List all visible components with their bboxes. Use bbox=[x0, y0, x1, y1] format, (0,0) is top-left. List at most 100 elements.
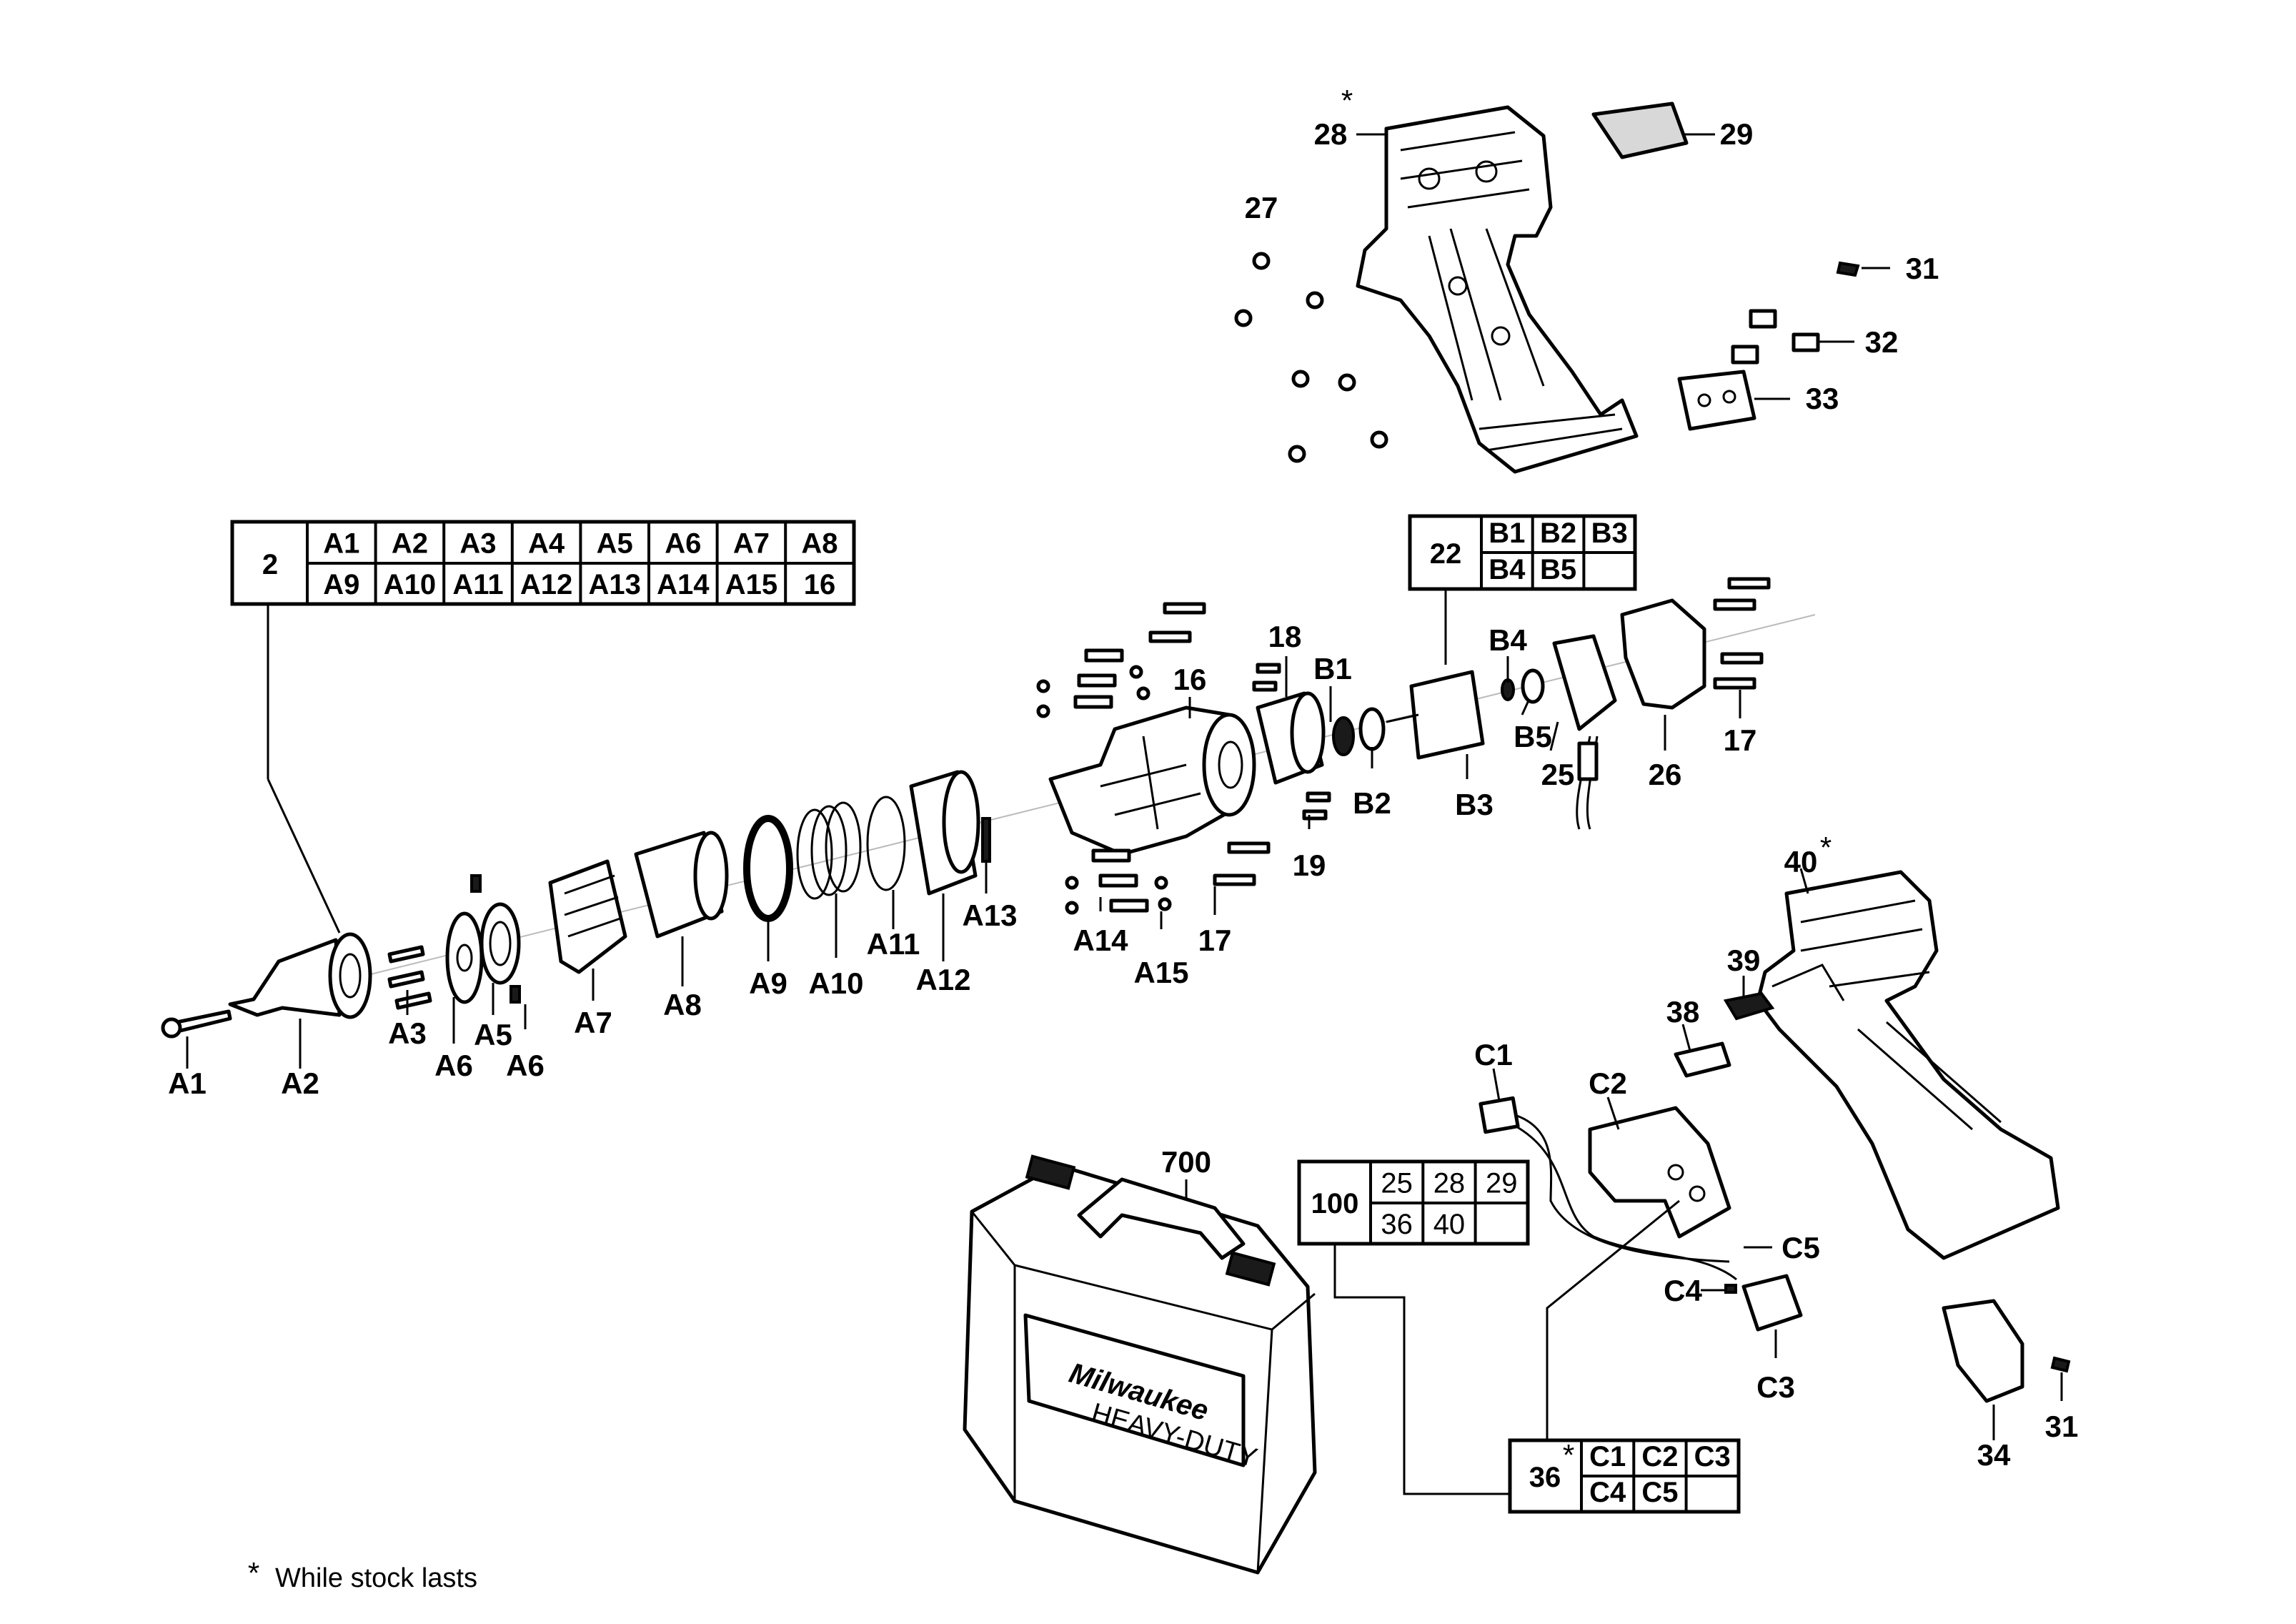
callout-17a: 17 bbox=[1724, 723, 1757, 757]
callout-34: 34 bbox=[1977, 1438, 2011, 1472]
callout-27: 27 bbox=[1245, 191, 1278, 224]
bearing-b1 bbox=[1332, 716, 1355, 756]
pin-a13 bbox=[981, 817, 991, 863]
table_22-cell-1-0: B4 bbox=[1489, 554, 1526, 585]
table_2-main: 2 bbox=[262, 549, 278, 580]
callout-A10: A10 bbox=[808, 966, 863, 1000]
callout-A8: A8 bbox=[663, 988, 702, 1021]
table_2-cell-1-3: A12 bbox=[520, 569, 572, 600]
ring-a5 bbox=[479, 902, 521, 985]
table_36-cell-0-1: C2 bbox=[1641, 1441, 1678, 1472]
callout-A7: A7 bbox=[574, 1006, 612, 1039]
callout-B2: B2 bbox=[1353, 786, 1391, 820]
table_100-cell-0-0: 25 bbox=[1381, 1168, 1413, 1199]
table_100-cell-1-1: 40 bbox=[1433, 1209, 1466, 1240]
asterisk-36: * bbox=[1563, 1438, 1574, 1472]
callout-39: 39 bbox=[1727, 944, 1761, 977]
screw-31-top bbox=[1836, 261, 1860, 277]
table_100-cell-0-1: 28 bbox=[1433, 1168, 1466, 1199]
screws-a3 bbox=[387, 945, 432, 1010]
switch-c2 bbox=[1588, 1106, 1731, 1239]
callout-31b: 31 bbox=[2045, 1410, 2079, 1443]
washer-a6 bbox=[445, 911, 484, 1004]
table_2-cell-1-4: A13 bbox=[589, 569, 641, 600]
table_2-cell-0-1: A2 bbox=[392, 528, 428, 560]
table_2-cell-0-0: A1 bbox=[323, 528, 359, 560]
bit-screw-a1 bbox=[161, 1009, 232, 1039]
asterisk-40: * bbox=[1820, 831, 1832, 864]
table_22-main: 22 bbox=[1430, 538, 1462, 570]
table-36 bbox=[1508, 1438, 1741, 1514]
rotor-b3 bbox=[1386, 670, 1485, 760]
table_100-main: 100 bbox=[1311, 1188, 1359, 1219]
connector-c1 bbox=[1479, 1096, 1520, 1134]
callout-A6b: A6 bbox=[506, 1049, 545, 1082]
end-cap-26 bbox=[1620, 598, 1706, 710]
bracket-33 bbox=[1677, 370, 1756, 431]
battery-latch-34 bbox=[1942, 1299, 2024, 1403]
lever-39 bbox=[1723, 991, 1775, 1021]
washer-b4 bbox=[1501, 678, 1515, 701]
callout-A15: A15 bbox=[1133, 956, 1188, 989]
table_36-cell-1-1: C5 bbox=[1641, 1477, 1678, 1508]
table_36-cell-0-0: C1 bbox=[1589, 1441, 1626, 1472]
callout-29: 29 bbox=[1720, 117, 1754, 151]
callout-B5: B5 bbox=[1514, 720, 1552, 753]
callout-A5: A5 bbox=[474, 1018, 512, 1051]
chuck-a2 bbox=[228, 932, 372, 1019]
table-100 bbox=[1297, 1159, 1530, 1246]
table_36-cell-1-0: C4 bbox=[1589, 1477, 1626, 1508]
ring-magnet-18 bbox=[1256, 691, 1326, 785]
clutch-a8 bbox=[634, 831, 729, 939]
table_22-cell-1-1: B5 bbox=[1540, 554, 1576, 585]
callout-A6a: A6 bbox=[434, 1049, 473, 1082]
callout-25: 25 bbox=[1541, 758, 1575, 791]
table_2-cell-1-6: A15 bbox=[725, 569, 777, 600]
bearing-b5 bbox=[1521, 668, 1545, 704]
table_36-cell-0-2: C3 bbox=[1694, 1441, 1731, 1472]
screws-17-bottom bbox=[1213, 841, 1271, 886]
module-c3 bbox=[1741, 1274, 1803, 1332]
pins-19 bbox=[1252, 663, 1331, 821]
ring-a11 bbox=[866, 796, 906, 891]
table_100-cell-1-0: 36 bbox=[1381, 1209, 1413, 1240]
callout-A2: A2 bbox=[281, 1066, 319, 1100]
table_2-cell-1-1: A10 bbox=[384, 569, 436, 600]
callout-38: 38 bbox=[1666, 995, 1700, 1029]
springs-a10 bbox=[796, 801, 862, 900]
callout-31a: 31 bbox=[1906, 252, 1939, 285]
callout-40: 40 bbox=[1784, 845, 1818, 878]
callout-17b: 17 bbox=[1198, 924, 1232, 957]
callout-32: 32 bbox=[1865, 325, 1899, 359]
clips-32 bbox=[1731, 309, 1820, 365]
callout-C1: C1 bbox=[1474, 1038, 1513, 1071]
table_2-cell-1-7: 16 bbox=[804, 569, 836, 600]
callout-A14: A14 bbox=[1073, 924, 1128, 957]
table_2-cell-0-6: A7 bbox=[733, 528, 770, 560]
slider-38 bbox=[1674, 1041, 1731, 1078]
callout-A9: A9 bbox=[749, 966, 787, 1000]
table_2-cell-0-2: A3 bbox=[459, 528, 496, 560]
callout-26: 26 bbox=[1649, 758, 1682, 791]
carrying-case-700 bbox=[963, 1154, 1317, 1575]
table_2-cell-1-2: A11 bbox=[452, 569, 503, 600]
asterisk-28: * bbox=[1341, 84, 1353, 117]
callout-C5: C5 bbox=[1781, 1231, 1820, 1264]
table_22-cell-0-0: B1 bbox=[1489, 518, 1525, 549]
table_2-cell-0-4: A5 bbox=[597, 528, 633, 560]
callout-28: 28 bbox=[1314, 117, 1348, 151]
wires bbox=[1514, 1114, 1737, 1281]
housing-40 bbox=[1756, 870, 2060, 1260]
callout-16: 16 bbox=[1173, 663, 1207, 696]
callout-700: 700 bbox=[1161, 1145, 1211, 1179]
table_36-main: 36 bbox=[1529, 1462, 1561, 1493]
table_2-cell-1-5: A14 bbox=[657, 569, 710, 600]
pins-set-a14-a15 bbox=[1036, 648, 1172, 915]
table_100-cell-0-2: 29 bbox=[1486, 1168, 1518, 1199]
table_22-cell-0-1: B2 bbox=[1540, 518, 1576, 549]
gear-ring-a12 bbox=[909, 770, 980, 896]
table_2-cell-0-5: A6 bbox=[665, 528, 701, 560]
callout-33: 33 bbox=[1806, 382, 1839, 415]
